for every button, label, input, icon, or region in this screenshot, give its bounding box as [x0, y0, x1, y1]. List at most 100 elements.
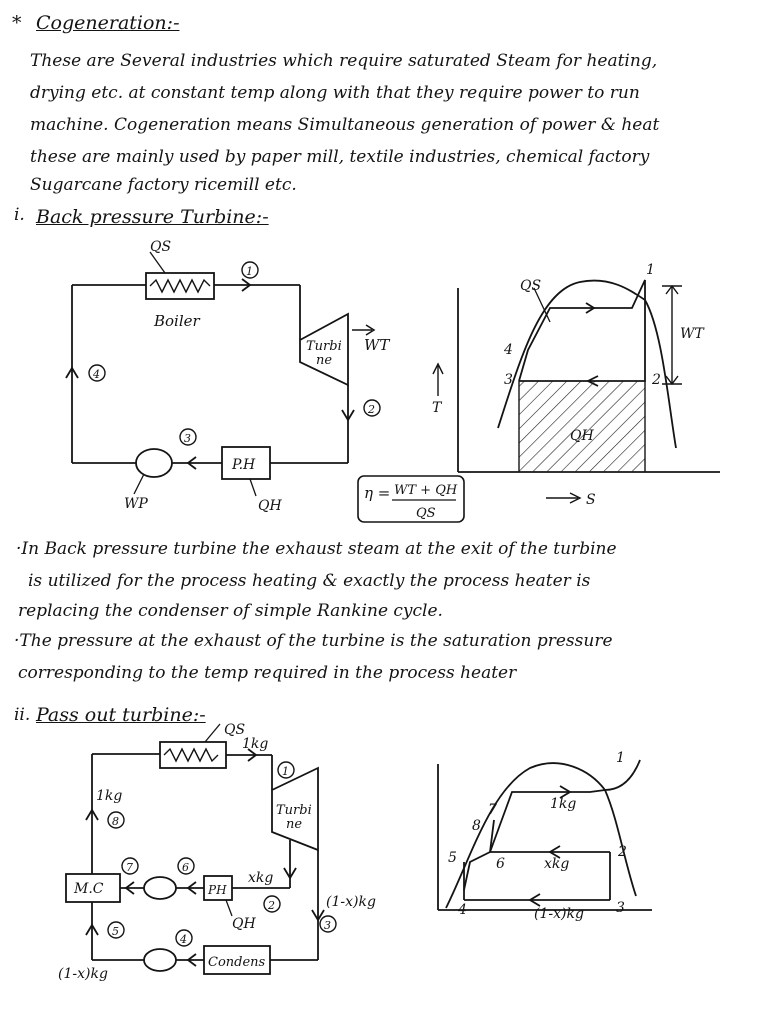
ts1-state-1: 1	[646, 262, 655, 278]
boiler-box	[145, 272, 215, 300]
po-qh-label: QH	[232, 916, 256, 932]
boiler-label: Boiler	[153, 312, 201, 330]
eff-denominator: QS	[416, 506, 436, 521]
ts2-state-5: 5	[448, 850, 457, 866]
s-arrow	[569, 492, 582, 504]
ts2-state-2: 2	[617, 844, 627, 860]
flow-arrow	[341, 409, 355, 422]
cycle-arrow	[585, 375, 599, 387]
po-state-4: 4	[179, 933, 187, 946]
boiler-coil	[163, 747, 219, 763]
turbine-label-1: Turbi	[306, 339, 342, 354]
po-mc-label: M.C	[73, 881, 104, 897]
efficiency-formula: η = WT + QH QS	[357, 475, 465, 523]
po-state-2: 2	[267, 899, 275, 912]
state-4-label: 4	[92, 368, 100, 381]
ts-diagram-1	[432, 279, 720, 504]
saturation-dome	[497, 279, 677, 449]
po-state-6: 6	[182, 861, 189, 874]
wt-label: WT	[364, 336, 390, 354]
ts1-state-4: 4	[503, 342, 513, 358]
flow-arrow	[186, 953, 197, 967]
ts2-1kg-label: 1kg	[550, 796, 576, 812]
eff-numerator: WT + QH	[394, 483, 458, 498]
state-3-label: 3	[184, 432, 191, 445]
wp-pointer	[133, 473, 145, 495]
qs-pointer	[533, 287, 551, 323]
process-heater-label: P.H	[231, 457, 256, 473]
po-1-x-label: (1-x)kg	[326, 894, 376, 910]
state-circle	[107, 811, 125, 829]
ts2-state-4: 4	[457, 902, 467, 918]
po-state-7: 7	[126, 861, 133, 874]
ts2-xkg-label: xkg	[544, 856, 569, 872]
flow-arrow	[124, 881, 135, 895]
pass-out-labels: QS 1kg 1 Turbi ne 1kg 8 M.C 7 6 PH xkg 2…	[58, 722, 376, 982]
state-circle	[277, 761, 295, 779]
qh-arrow	[225, 899, 233, 917]
po-qs-label: QS	[224, 722, 245, 738]
cycle-arrow	[559, 785, 572, 799]
state-circle	[177, 857, 195, 875]
po-1kg-label: 1kg	[242, 736, 268, 752]
turbine-label-2: ne	[316, 353, 332, 368]
ts2-state-7: 7	[488, 802, 497, 818]
state-circle	[107, 921, 125, 939]
state-1-label: 1	[246, 265, 253, 278]
po-condenser-label: Condens	[208, 955, 266, 970]
state-circle	[88, 364, 106, 382]
formula-box	[357, 475, 465, 523]
qh-arrow	[249, 478, 257, 497]
ts-diagram-1-labels: QS 1 2 3 4 WT QH T S	[432, 262, 705, 508]
flow-arrow	[241, 278, 252, 292]
qs-label: QS	[150, 239, 171, 255]
ts-diagram-2-labels: 1 7 8 1kg 5 6 xkg 2 4 (1-x)kg 3	[448, 750, 627, 922]
pass-out-circuit	[65, 723, 337, 975]
po-1-x-bottom: (1-x)kg	[58, 966, 108, 982]
para-line-5: corresponding to the temp required in th…	[18, 663, 517, 683]
state-circle	[263, 895, 281, 913]
intro-line-4: these are mainly used by paper mill, tex…	[30, 147, 650, 167]
state-circle	[175, 929, 193, 947]
qs-pointer	[149, 251, 166, 274]
section1-number: i.	[14, 205, 25, 225]
ts2-state-1: 1	[616, 750, 625, 766]
wp-label: WP	[124, 496, 148, 512]
po-xkg-label: xkg	[248, 870, 273, 886]
flow-arrow	[247, 748, 258, 762]
boiler-box	[159, 741, 227, 769]
ts1-wt-label: WT	[680, 326, 705, 342]
pump-shape	[135, 448, 173, 478]
ts-diagram-2	[437, 759, 652, 911]
wt-dimension	[665, 284, 679, 295]
po-turbine-label-2: ne	[286, 817, 302, 832]
para-line-1: ·In Back pressure turbine the exhaust st…	[16, 539, 617, 559]
state-circle	[241, 261, 259, 279]
flow-arrow	[85, 923, 99, 936]
po-state-8: 8	[112, 815, 119, 828]
ts1-qh-label: QH	[570, 428, 594, 444]
para-line-4: ·The pressure at the exhaust of the turb…	[14, 631, 613, 651]
wt-dimension	[665, 375, 679, 386]
state-circle	[179, 428, 197, 446]
mixing-chamber-box	[65, 873, 121, 903]
po-state-5: 5	[112, 925, 119, 938]
ts2-state-6: 6	[496, 856, 505, 872]
flow-arrow	[311, 909, 325, 922]
pump-shape	[143, 876, 177, 900]
back-pressure-circuit	[65, 251, 381, 497]
ts2-state-3: 3	[616, 900, 625, 916]
po-ph-label: PH	[207, 883, 227, 897]
intro-line-5: Sugarcane factory ricemill etc.	[30, 175, 297, 195]
ts2-state-8: 8	[472, 818, 481, 834]
po-state-1: 1	[282, 765, 289, 778]
flow-arrow	[65, 366, 79, 379]
ts1-state-3: 3	[504, 372, 513, 388]
flow-arrow	[186, 881, 197, 895]
mixing-line	[489, 819, 495, 853]
saturation-dome	[445, 762, 637, 909]
section2-number: ii.	[14, 705, 31, 725]
cycle-path-upper	[463, 789, 606, 891]
